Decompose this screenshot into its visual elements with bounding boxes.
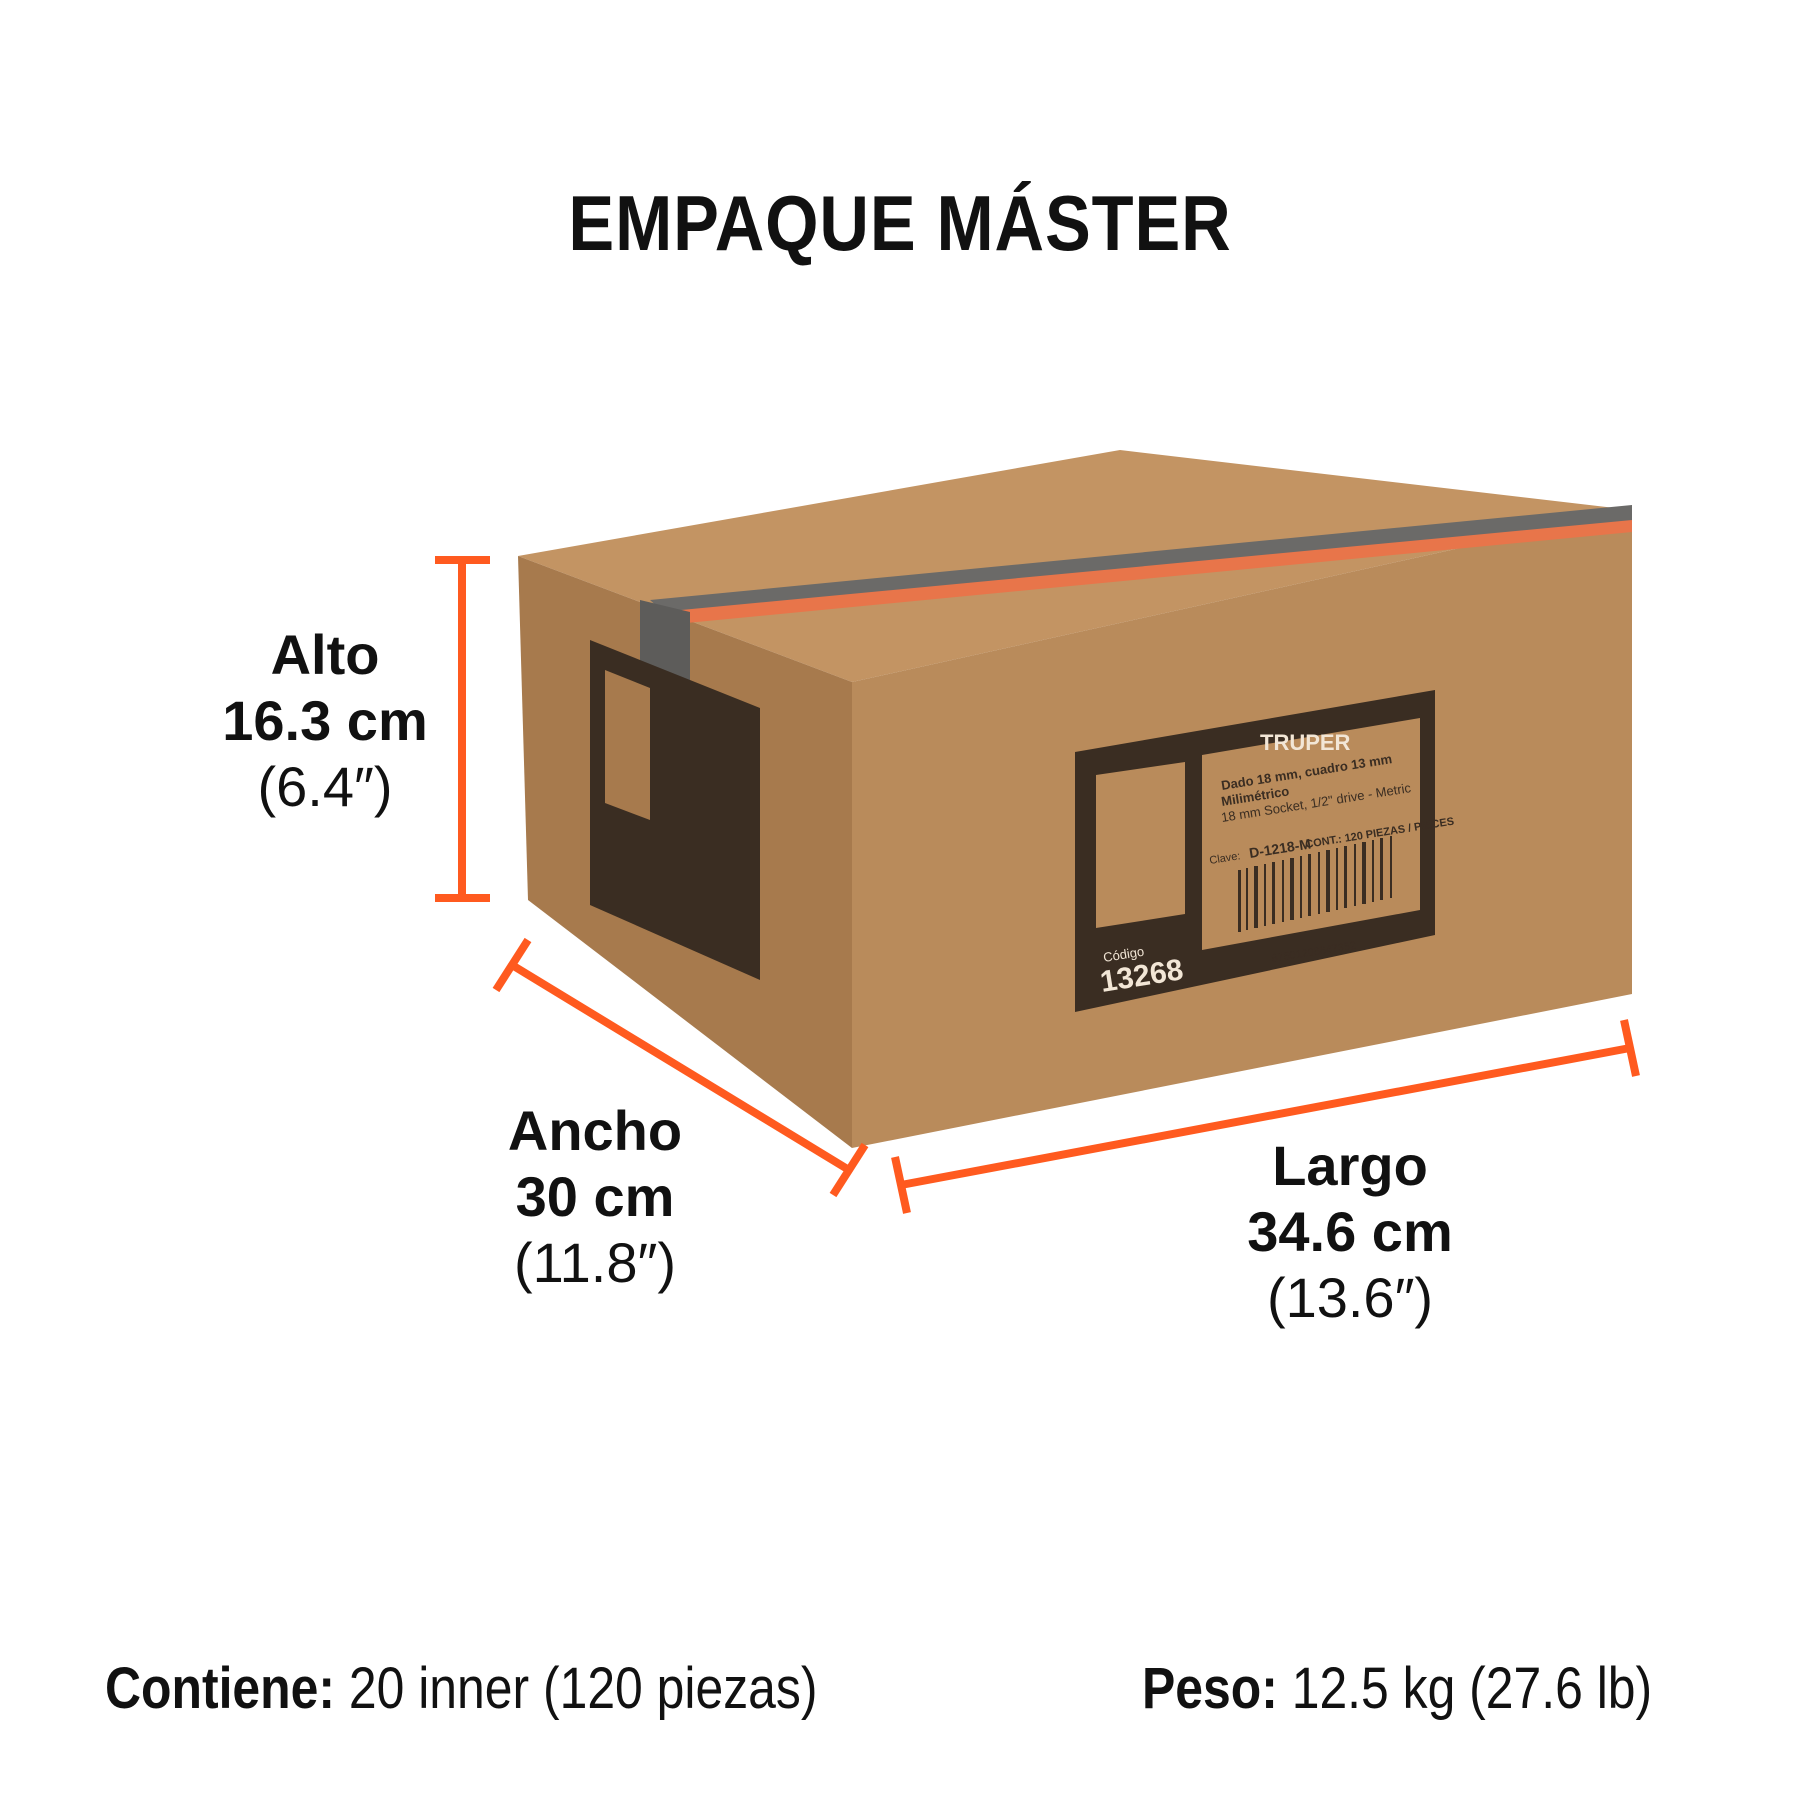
width-label: Ancho [507, 1099, 683, 1162]
box-codigo-label: Código [1102, 944, 1145, 965]
box-brand: TRUPER [1260, 730, 1351, 755]
box-clave-label: Clave: [1209, 850, 1242, 867]
height-label: Alto [270, 623, 380, 686]
length-imperial: (13.6″) [1266, 1266, 1434, 1329]
page-title: EMPAQUE MÁSTER [568, 179, 1232, 267]
width-dimension: Ancho 30 cm (11.8″) [445, 1098, 745, 1296]
height-metric: 16.3 cm [222, 689, 428, 752]
length-line [900, 1044, 1631, 1189]
length-label: Largo [1272, 1134, 1428, 1197]
contents-label: Contiene: [105, 1656, 335, 1721]
length-metric: 34.6 cm [1247, 1200, 1453, 1263]
weight-info: Peso: 12.5 kg (27.6 lb) [1142, 1655, 1652, 1722]
contents-info: Contiene: 20 inner (120 piezas) [105, 1655, 817, 1722]
weight-value: 12.5 kg (27.6 lb) [1277, 1656, 1653, 1721]
length-dimension: Largo 34.6 cm (13.6″) [1200, 1133, 1500, 1331]
height-dimension: Alto 16.3 cm (6.4″) [175, 622, 475, 820]
width-metric: 30 cm [515, 1165, 675, 1228]
dimension-lines [435, 556, 1640, 1214]
width-line [509, 961, 852, 1174]
weight-label: Peso: [1142, 1656, 1278, 1721]
width-imperial: (11.8″) [514, 1231, 676, 1294]
height-imperial: (6.4″) [257, 755, 393, 818]
barcode [1238, 836, 1392, 932]
contents-value: 20 inner (120 piezas) [334, 1656, 818, 1721]
